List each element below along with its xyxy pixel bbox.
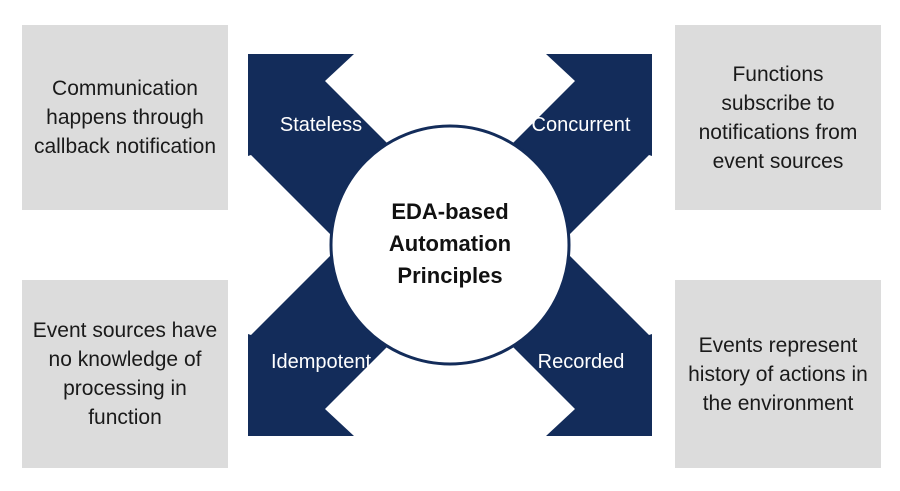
- center-title-line-2: Automation: [389, 231, 511, 256]
- description-box-bottom-left: Event sources have no knowledge of proce…: [22, 280, 228, 468]
- description-text-communication: Communication happens through callback n…: [33, 77, 217, 158]
- center-title-line-3: Principles: [397, 263, 502, 288]
- description-box-top-left: Communication happens through callback n…: [22, 25, 228, 210]
- description-text-event-sources: Event sources have no knowledge of proce…: [32, 319, 218, 429]
- description-text-functions: Functions subscribe to notifications fro…: [698, 62, 858, 173]
- description-text-events: Events represent history of actions in t…: [688, 333, 868, 415]
- description-box-top-right: Functions subscribe to notifications fro…: [675, 25, 881, 210]
- center-circle: [329, 124, 571, 366]
- arrow-label-concurrent: Concurrent: [532, 114, 631, 136]
- description-box-bottom-right: Events represent history of actions in t…: [675, 280, 881, 468]
- arrow-label-idempotent: Idempotent: [271, 351, 372, 373]
- arrow-label-recorded: Recorded: [538, 351, 625, 373]
- center-title-line-1: EDA-based: [391, 199, 508, 224]
- arrow-label-stateless: Stateless: [280, 114, 362, 136]
